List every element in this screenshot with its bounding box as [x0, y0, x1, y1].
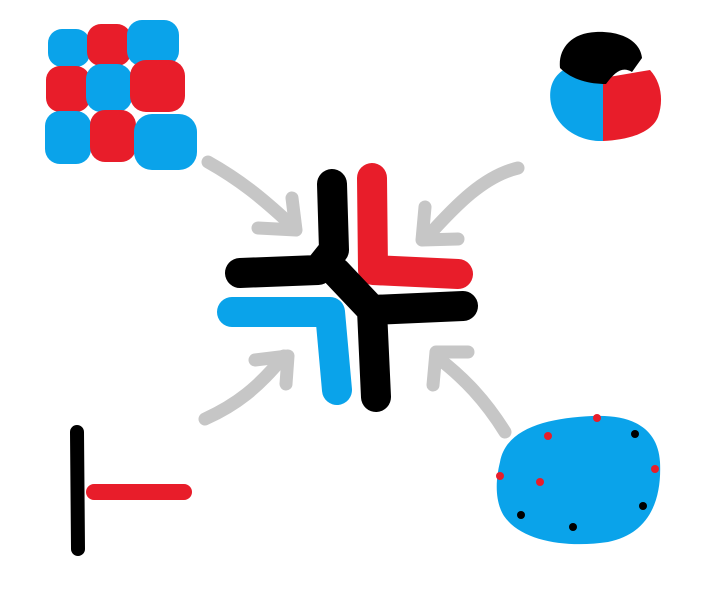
arrow-bottom-left [198, 349, 295, 426]
cross-blue-arm [217, 297, 352, 405]
cross-black-arm-lower [321, 257, 478, 412]
cross-red-arm [357, 163, 473, 289]
dotted-blob-icon [496, 414, 661, 545]
cross-black-arm-upper [225, 169, 349, 288]
arrow-top-right [415, 161, 525, 247]
pie-blob-icon [550, 31, 662, 142]
arrow-top-left [201, 155, 303, 237]
arrow-bottom-right [426, 345, 512, 439]
checkerboard-grid-icon [45, 20, 197, 170]
t-bar-icon [70, 425, 192, 556]
intertwined-cross-icon [217, 163, 478, 412]
